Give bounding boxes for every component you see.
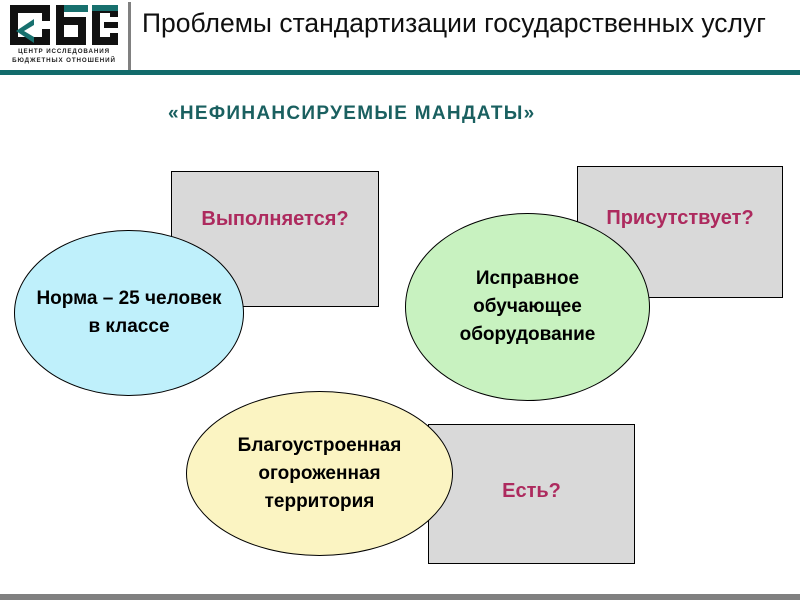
logo-caption-line-1: ЦЕНТР ИССЛЕДОВАНИЯ — [18, 48, 110, 55]
rbo-monogram-logo-icon — [8, 3, 120, 47]
question-label: Выполняется? — [201, 208, 349, 230]
question-box-does-it-exist: Есть? — [428, 424, 635, 564]
requirement-ellipse-working-training-equipment: Исправное обучающее оборудование — [405, 213, 650, 401]
page-title: Проблемы стандартизации государственных … — [142, 8, 766, 38]
header-divider — [128, 2, 131, 70]
requirement-label: Исправное обучающее оборудование — [459, 268, 596, 345]
question-label: Есть? — [502, 480, 561, 502]
logo-caption-line-2: БЮДЖЕТНЫХ ОТНОШЕНИЙ — [12, 57, 116, 64]
question-label: Присутствует? — [606, 207, 754, 229]
requirement-ellipse-norm-class-size: Норма – 25 человек в классе — [14, 230, 244, 396]
requirement-label: Норма – 25 человек в классе — [36, 288, 222, 337]
requirement-ellipse-landscaped-fenced-territory: Благоустроенная огороженная территория — [186, 391, 453, 556]
slide-subtitle: «НЕФИНАНСИРУЕМЫЕ МАНДАТЫ» — [168, 103, 536, 124]
organization-logo: ЦЕНТР ИССЛЕДОВАНИЯ БЮДЖЕТНЫХ ОТНОШЕНИЙ — [8, 3, 120, 69]
header-rule — [0, 70, 800, 75]
requirement-label: Благоустроенная огороженная территория — [237, 434, 402, 512]
slide-header: ЦЕНТР ИССЛЕДОВАНИЯ БЮДЖЕТНЫХ ОТНОШЕНИЙ П… — [0, 0, 800, 76]
